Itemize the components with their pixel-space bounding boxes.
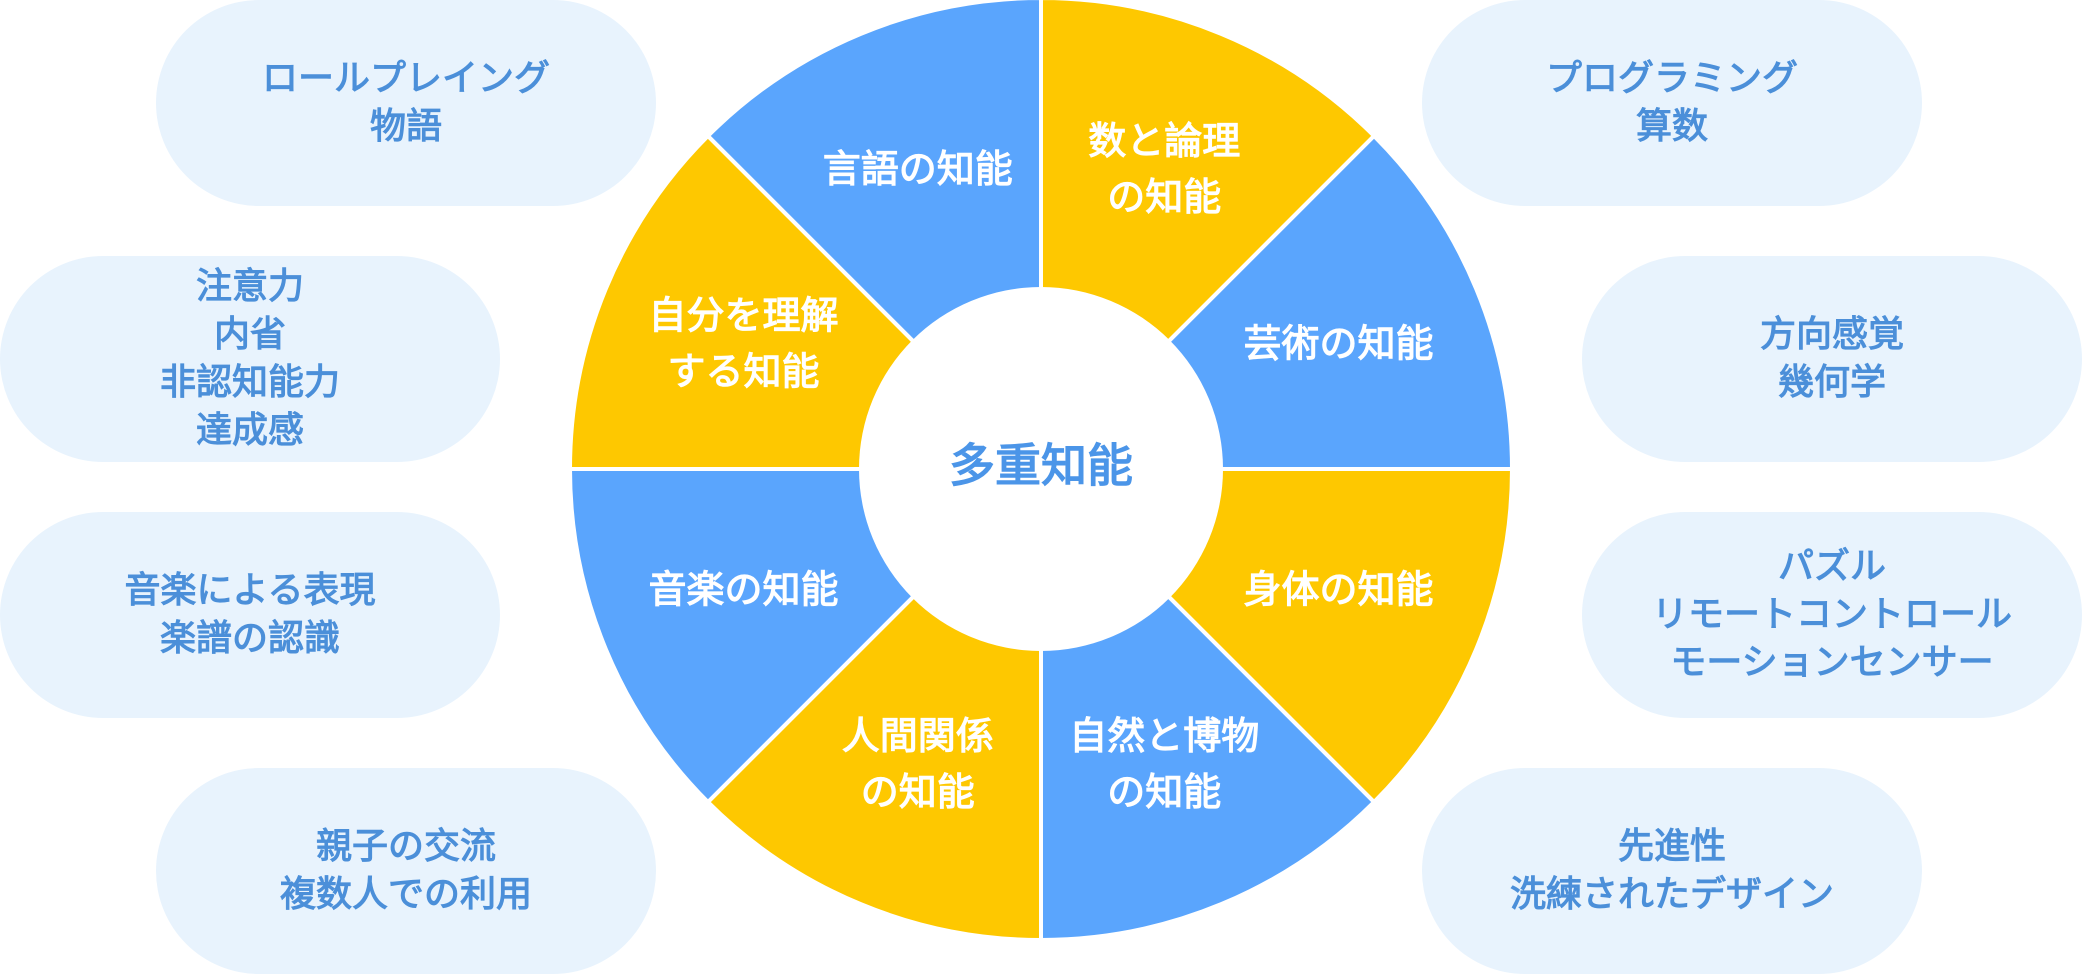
pill-parent-child: 親子の交流 複数人での利用: [156, 768, 656, 974]
segment-label: 人間関係: [842, 714, 994, 758]
center-title: 多重知能: [949, 439, 1133, 493]
segment-label: 自分を理解: [649, 293, 839, 337]
pill-design: 先進性 洗練されたデザイン: [1422, 768, 1922, 974]
pill-line: 物語: [369, 106, 442, 147]
segment-label: 音楽の知能: [649, 568, 839, 612]
pill-line: 非認知能力: [159, 362, 340, 403]
segment-label: の知能: [861, 770, 975, 814]
pill-line: 幾何学: [1777, 362, 1886, 403]
segment-label: の知能: [1107, 770, 1221, 814]
pill-line: 親子の交流: [315, 826, 496, 867]
center-circle: [859, 287, 1223, 651]
segment-label: 自然と博物: [1069, 714, 1259, 758]
segment-label: 身体の知能: [1243, 568, 1433, 612]
pill-music-expression: 音楽による表現 楽譜の認識: [0, 512, 500, 718]
pill-puzzle: パズル リモートコントロール モーションセンサー: [1582, 512, 2082, 718]
pill-line: ロールプレイング: [261, 58, 550, 99]
pill-line: 洗練されたデザイン: [1509, 874, 1834, 915]
pill-line: 楽譜の認識: [159, 618, 340, 659]
pill-direction: 方向感覚 幾何学: [1582, 256, 2082, 462]
pill-line: 方向感覚: [1759, 314, 1904, 355]
pill-line: 算数: [1635, 106, 1708, 147]
pill-line: リモートコントロール: [1651, 594, 2012, 635]
pill-attention: 注意力 内省 非認知能力 達成感: [0, 256, 500, 462]
pill-line: 達成感: [195, 410, 304, 451]
pill-line: 内省: [213, 314, 286, 355]
pill-programming: プログラミング 算数: [1422, 0, 1922, 206]
segment-label: 芸術の知能: [1243, 321, 1433, 365]
pill-roleplay: ロールプレイング 物語: [156, 0, 656, 206]
pill-line: モーションセンサー: [1670, 642, 1994, 683]
pill-line: 音楽による表現: [124, 570, 376, 611]
pill-line: 注意力: [195, 266, 304, 307]
pill-line: パズル: [1777, 546, 1886, 587]
pill-line: 先進性: [1617, 826, 1726, 867]
segment-label: の知能: [1107, 175, 1221, 219]
pill-line: 複数人での利用: [279, 874, 532, 915]
pill-line: プログラミング: [1545, 58, 1798, 99]
segment-label: 数と論理: [1088, 119, 1240, 163]
segment-label: する知能: [668, 349, 820, 393]
segment-label: 言語の知能: [823, 147, 1013, 191]
